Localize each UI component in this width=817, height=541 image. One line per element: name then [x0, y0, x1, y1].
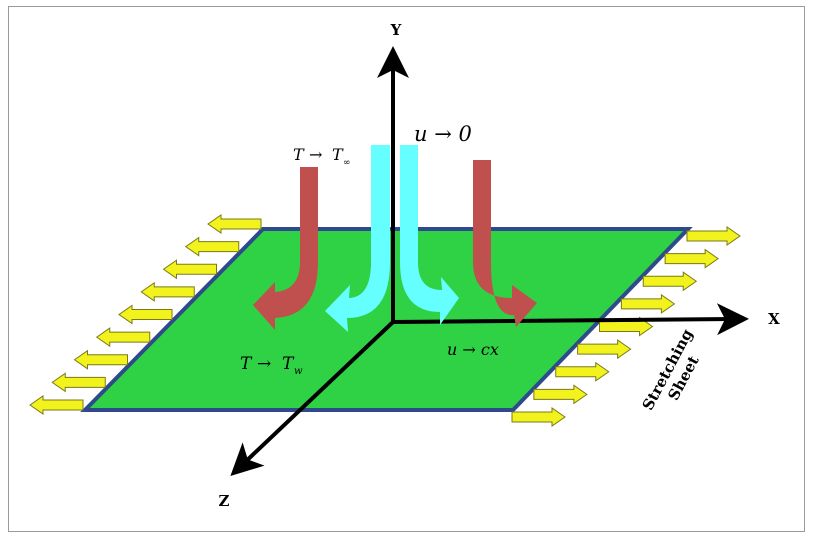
svg-text:w: w: [294, 366, 303, 377]
stretch-arrow: [118, 304, 173, 325]
left-flow-arrow: [325, 145, 390, 332]
stretch-arrow: [95, 327, 151, 348]
stretching-sheet-label: Stretching Sheet: [639, 326, 703, 414]
stretching-sheet: [80, 227, 693, 412]
stretch-arrow: [511, 407, 566, 427]
right-stretch-arrows: [511, 226, 741, 427]
svg-text:T: T: [240, 354, 253, 374]
wall-temperature-label: T → T w: [240, 354, 303, 377]
stretch-arrow: [29, 395, 84, 415]
svg-text:→: →: [257, 354, 271, 374]
stretch-arrow: [73, 349, 128, 370]
left-stretch-arrows: [29, 214, 262, 415]
stretch-arrow: [664, 248, 720, 269]
stretch-arrow: [140, 281, 195, 302]
x-axis-label: X: [768, 310, 780, 328]
z-axis: [230, 320, 395, 477]
far-field-temperature-label: T → T ∞: [293, 145, 351, 168]
stretch-arrow: [533, 384, 588, 405]
stretch-arrow: [577, 339, 632, 360]
wall-velocity-label: u → cx: [447, 340, 499, 359]
stretch-arrow: [642, 271, 698, 292]
stretch-arrow: [51, 372, 106, 393]
stretch-arrow: [162, 259, 217, 280]
left-thermal-arrow: [253, 167, 318, 330]
stretch-arrow: [184, 236, 240, 257]
stretch-arrow: [686, 226, 741, 246]
stretch-arrow: [207, 214, 262, 234]
svg-text:∞: ∞: [343, 158, 351, 168]
far-field-velocity-label: u → 0: [414, 122, 472, 146]
right-thermal-arrow: [473, 160, 537, 327]
svg-text:→: →: [309, 145, 322, 164]
x-axis: [392, 303, 749, 336]
y-axis-label: Y: [390, 21, 402, 39]
stretch-arrow: [555, 361, 610, 382]
svg-text:T: T: [332, 145, 344, 164]
stretch-arrow: [620, 293, 676, 314]
right-flow-arrow: [400, 145, 459, 325]
z-axis-label: Z: [219, 492, 230, 510]
svg-text:T: T: [282, 354, 295, 374]
svg-text:T: T: [293, 145, 305, 164]
